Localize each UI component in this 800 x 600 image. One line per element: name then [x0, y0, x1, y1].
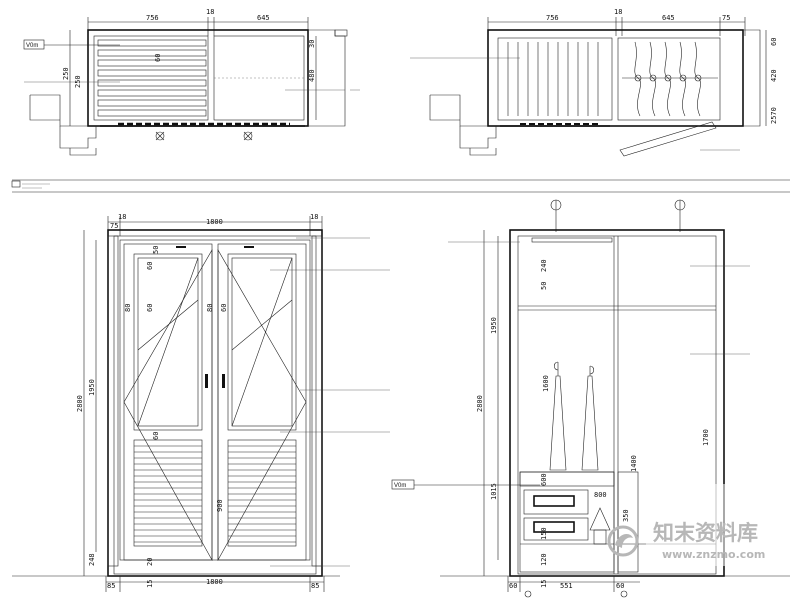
plan-left-dim-top-3: 645: [257, 14, 270, 22]
plan-left-dim-left-1: 250: [62, 67, 70, 80]
elev-right-dim-inner-4: 600: [540, 473, 548, 486]
elev-right-dim-inner-6: 120: [540, 553, 548, 566]
elev-right-dim-inner-3: 1700: [702, 429, 710, 446]
elev-right-tag: V0m: [394, 483, 406, 489]
plan-left-dim-inner-2: 250: [74, 75, 82, 88]
elev-left-dim-top-3: 18: [310, 213, 318, 221]
plan-right-dim-right-2: 420: [770, 69, 778, 82]
elev-right-dim-bottom-3: 60: [616, 582, 624, 590]
plan-right-slats: [507, 42, 599, 116]
elev-left-dim-inner-6: 60: [152, 432, 160, 440]
elev-right-dim-top-2: 50: [540, 282, 548, 290]
elev-right-dim-inner-5: 350: [622, 509, 630, 522]
elev-left-dim-top-2: 1800: [206, 218, 223, 226]
plan-right-dim-right-3: 2570: [770, 107, 778, 124]
elev-left-dim-inner-7: 50: [152, 246, 160, 254]
elev-left-dim-inner-5: 60: [220, 304, 228, 312]
elev-right-dim-inner-9: 15: [540, 580, 548, 588]
elev-left-dim-top-sub: 75: [110, 222, 118, 230]
elev-right-dim-inner-8: 150: [540, 527, 548, 540]
elev-right-dim-top-1: 240: [540, 259, 548, 272]
elev-right-umbrellas: [549, 361, 599, 471]
elevation-right: 2800 1950 1015 240 50 1600 1400 1700 600…: [391, 199, 790, 598]
elev-right-dim-bottom-2: 551: [560, 582, 573, 590]
plan-right-dim-right-1: 60: [770, 38, 778, 46]
title-rule: [11, 179, 790, 193]
elev-right-tag-box: [391, 479, 415, 490]
elev-left-louvers: [133, 439, 297, 547]
elev-left-dim-inner-2: 80: [124, 304, 132, 312]
elev-left-dim-top-1: 18: [118, 213, 126, 221]
elev-right-dim-inner-7: 800: [594, 491, 607, 499]
plan-right-dim-top-2: 18: [614, 8, 622, 16]
elev-left-dim-inner-4: 80: [206, 304, 214, 312]
plan-right-hangers: [634, 41, 702, 117]
plan-left-dim-inner-1: 60: [154, 54, 162, 62]
plan-left-shelves: [97, 39, 207, 117]
plan-left-dim-right-2: 30: [308, 40, 316, 48]
elev-left-dim-left-3: 248: [88, 553, 96, 566]
elev-left-dim-inner-8: 20: [146, 558, 154, 566]
elev-left-dim-inner-1: 60: [146, 262, 154, 270]
plan-left: 756 18 645: [23, 8, 360, 156]
plan-left-dim-right-1: 480: [308, 69, 316, 82]
elev-right-dim-inner-2: 1400: [630, 455, 638, 472]
plan-right-dim-top-1: 756: [546, 14, 559, 22]
elev-right-dim-left-3: 1015: [490, 483, 498, 500]
elev-left-dim-inner-3: 60: [146, 304, 154, 312]
elev-left-dim-left-2: 1950: [88, 379, 96, 396]
elev-left-dim-bottom-3: 85: [311, 582, 319, 590]
elev-left-dim-bottom-1: 85: [107, 582, 115, 590]
elev-left-dim-inner-9: 15: [146, 580, 154, 588]
plan-right-dim-top-3: 645: [662, 14, 675, 22]
plan-left-tag: V0m: [26, 43, 38, 49]
plan-right-dim-top-4: 75: [722, 14, 730, 22]
elevation-left: 18 1800 18 75: [12, 213, 390, 592]
elev-right-dim-left-1: 2800: [476, 395, 484, 412]
elev-left-dim-left-1: 2800: [76, 395, 84, 412]
watermark-cn: 知末资料库: [653, 521, 758, 545]
plan-left-dim-top-2: 18: [206, 8, 214, 16]
watermark-url: www.znzmo.com: [662, 548, 765, 561]
watermark: 知末资料库 www.znzmo.com: [607, 484, 796, 566]
plan-right: 756 18 645 75: [410, 8, 778, 157]
plan-left-dim-top-1: 756: [146, 14, 159, 22]
elev-right-dim-left-2: 1950: [490, 317, 498, 334]
watermark-logo-icon: [607, 525, 639, 557]
elev-right-dim-inner-1: 1600: [542, 375, 550, 392]
plan-left-tag-box: [23, 39, 45, 50]
elev-left-dim-inner-10: 900: [216, 499, 224, 512]
elev-right-dim-bottom-1: 60: [509, 582, 517, 590]
elev-left-dim-bottom-2: 1800: [206, 578, 223, 586]
